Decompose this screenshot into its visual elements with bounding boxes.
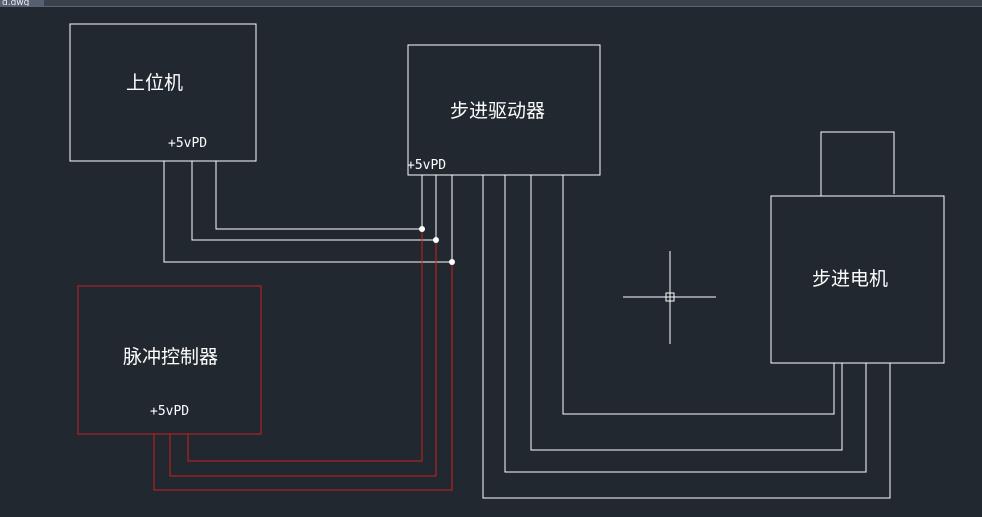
host-pins-label: +5vPD: [168, 136, 207, 151]
wire-pulse-pin3: [153, 262, 453, 491]
wire-driver-motor-4: [482, 175, 891, 499]
document-tab-strip: d.dwg: [0, 0, 982, 7]
wire-driver-motor-1: [562, 175, 835, 415]
wire-host-pin3: [163, 161, 453, 263]
host-label: 上位机: [126, 72, 183, 94]
wire-pulse-pin2: [169, 240, 437, 477]
wire-driver-motor-2: [530, 175, 843, 451]
junction-dot-1: [419, 226, 425, 232]
motor-shaft: [820, 131, 895, 196]
crosshair-cursor-icon: [623, 251, 716, 344]
document-tab[interactable]: d.dwg: [0, 0, 44, 6]
motor-block[interactable]: [770, 195, 945, 364]
driver-pins-label: +5vPD: [407, 158, 446, 173]
motor-label: 步进电机: [812, 268, 888, 290]
junction-dot-3: [449, 259, 455, 265]
pulse-controller-label: 脉冲控制器: [123, 346, 218, 368]
wire-pulse-pin1: [187, 229, 423, 462]
driver-block[interactable]: [407, 44, 601, 176]
wire-host-pin2: [191, 161, 437, 241]
wire-host-pin1: [215, 161, 423, 230]
driver-label: 步进驱动器: [450, 100, 545, 122]
wire-driver-motor-3: [504, 175, 867, 473]
host-block[interactable]: [69, 23, 257, 162]
junction-dot-2: [433, 237, 439, 243]
pulse-controller-pins-label: +5vPD: [150, 404, 189, 419]
